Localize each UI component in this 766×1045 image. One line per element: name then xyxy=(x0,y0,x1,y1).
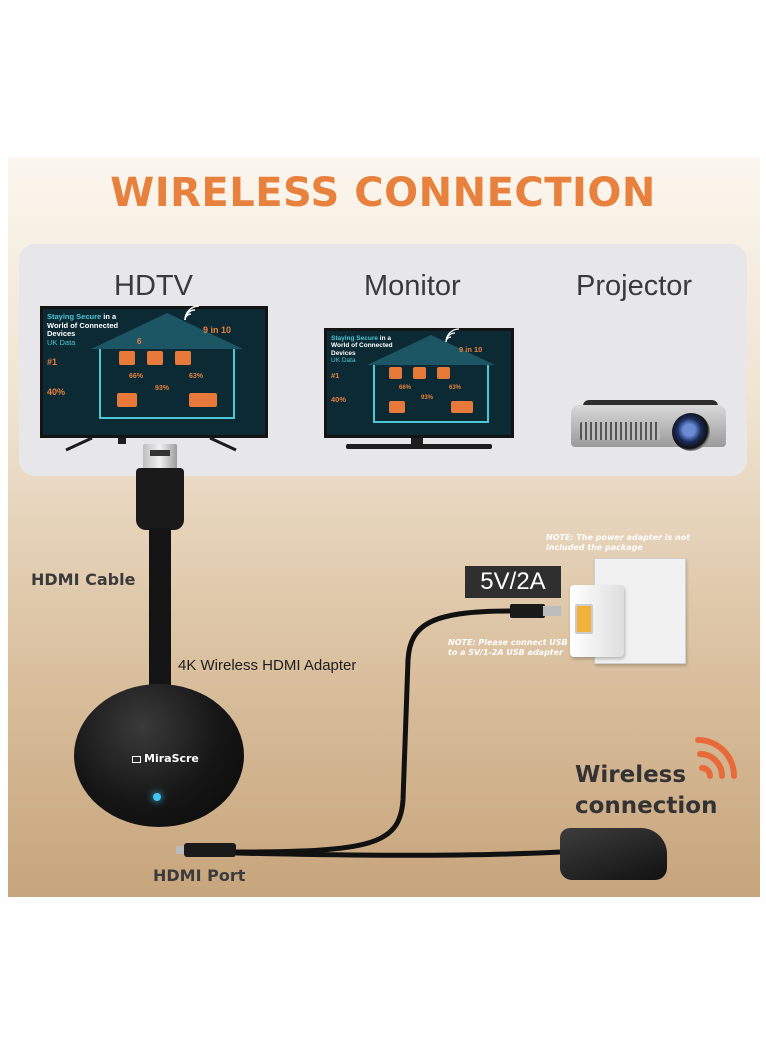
label-wireless-connection: Wireless connection xyxy=(575,762,718,819)
device-label-monitor: Monitor xyxy=(364,270,461,302)
voltage-badge: 5V/2A xyxy=(465,566,561,598)
hdmi-ribbon-cable xyxy=(149,528,171,693)
screen-tile xyxy=(147,351,163,365)
stat-66: 66% xyxy=(129,373,144,380)
screen-tile xyxy=(175,351,191,365)
projector-grille xyxy=(580,422,660,440)
stat-63: 63% xyxy=(189,373,204,380)
stat-40: 40% xyxy=(47,387,66,397)
note-usb: NOTE: Please connect USB to a 5V/1-2A US… xyxy=(448,638,568,657)
cast-icon xyxy=(132,755,141,763)
screen-tile xyxy=(413,367,426,379)
status-led xyxy=(153,793,161,801)
stat-40: 40% xyxy=(331,395,347,404)
hub-logo: MiraScre xyxy=(132,752,199,765)
monitor-base xyxy=(346,444,492,449)
label-adapter: 4K Wireless HDMI Adapter xyxy=(178,657,357,674)
usb-plug-metal xyxy=(543,606,561,616)
stat-93: 93% xyxy=(155,385,170,392)
house-outline xyxy=(99,349,235,419)
screen-tile xyxy=(389,401,405,413)
hdtv-screen: Staying Secure in a World of Connected D… xyxy=(40,306,268,438)
monitor-screen: Staying Secure in a World of Connected D… xyxy=(324,328,514,438)
tv-stand xyxy=(118,438,126,444)
stat-93: 93% xyxy=(421,395,434,401)
screen-tile xyxy=(389,367,402,379)
headline: WIRELESS CONNECTION xyxy=(110,170,656,216)
wireless-dongle xyxy=(560,828,667,880)
usb-plug xyxy=(510,604,545,618)
wifi-icon xyxy=(445,328,460,343)
screen-tile xyxy=(437,367,450,379)
house-outline xyxy=(373,365,489,423)
stat-6: 6 xyxy=(137,337,142,346)
wifi-icon xyxy=(184,305,200,321)
stat-9in10: 9 in 10 xyxy=(203,325,232,335)
tv-leg xyxy=(209,436,237,452)
house-roof xyxy=(367,335,495,365)
stat-9in10: 9 in 10 xyxy=(459,345,483,354)
stat-66: 66% xyxy=(399,385,412,391)
screen-tile xyxy=(117,393,137,407)
device-label-hdtv: HDTV xyxy=(114,270,193,302)
stat-63: 63% xyxy=(449,385,462,391)
projector-lens xyxy=(672,413,710,451)
hdmi-port-plug xyxy=(184,843,236,857)
label-hdmi-cable: HDMI Cable xyxy=(31,570,136,589)
screen-tile xyxy=(119,351,135,365)
dongle-cable xyxy=(235,849,561,858)
adapter-hub xyxy=(74,684,244,827)
hdmi-connector-head xyxy=(136,468,184,530)
tv-leg xyxy=(65,436,93,452)
usb-cable xyxy=(235,608,511,855)
monitor-neck xyxy=(411,438,423,444)
screen-tile xyxy=(189,393,217,407)
label-hdmi-port: HDMI Port xyxy=(153,866,246,885)
hdmi-port-tip xyxy=(176,846,186,854)
usb-port xyxy=(575,604,593,634)
note-power-adapter: NOTE: The power adapter is not included … xyxy=(546,533,691,552)
screen-tile xyxy=(451,401,473,413)
house-roof xyxy=(91,313,243,349)
hdmi-plug xyxy=(143,444,177,470)
stat-1: #1 xyxy=(47,357,58,367)
device-label-projector: Projector xyxy=(576,270,693,302)
wireless-waves-icon xyxy=(695,737,737,779)
stat-1: #1 xyxy=(331,371,340,380)
